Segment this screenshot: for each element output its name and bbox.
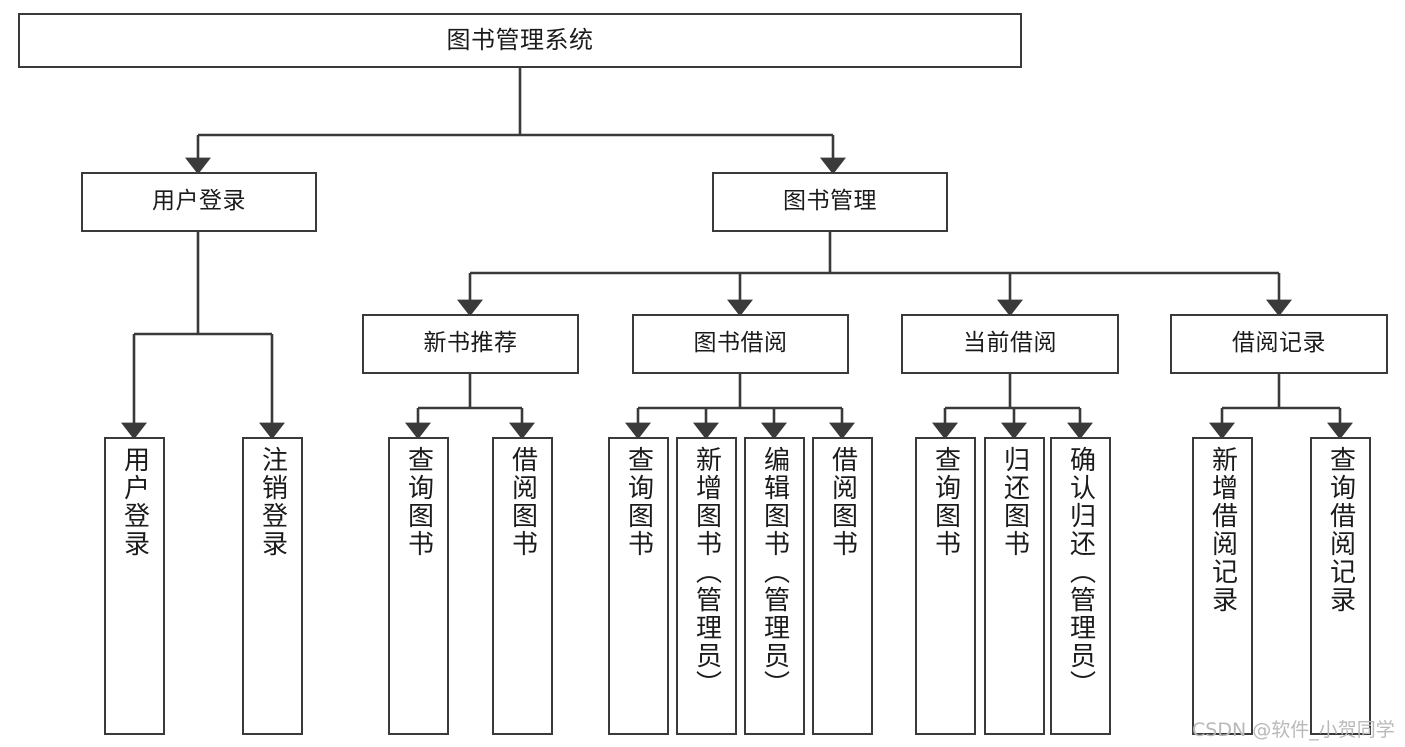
- leaf-borrow-record-query-record[interactable]: 查询借阅记录: [1310, 437, 1371, 735]
- node-label: 新增图书（管理员）: [691, 446, 722, 698]
- node-book-management[interactable]: 图书管理: [712, 172, 948, 232]
- node-label: 查询图书: [403, 446, 434, 558]
- node-label: 用户登录: [119, 446, 150, 558]
- node-new-book-recommendation[interactable]: 新书推荐: [362, 314, 579, 374]
- watermark-text: CSDN @软件_小贺同学: [1192, 719, 1395, 741]
- leaf-new-book-borrow-books[interactable]: 借阅图书: [492, 437, 553, 735]
- node-root-book-management-system[interactable]: 图书管理系统: [18, 13, 1022, 68]
- leaf-book-borrow-borrow-books[interactable]: 借阅图书: [812, 437, 873, 735]
- leaf-book-borrow-query-books[interactable]: 查询图书: [608, 437, 669, 735]
- edge-group-book-borrow: [625, 374, 855, 440]
- edge-group-book-manage: [457, 232, 1292, 317]
- leaf-book-borrow-edit-book-admin[interactable]: 编辑图书（管理员）: [744, 437, 805, 735]
- node-label: 新书推荐: [423, 330, 518, 357]
- node-label: 当前借阅: [963, 330, 1057, 357]
- node-label: 查询借阅记录: [1325, 446, 1356, 614]
- node-label: 借阅图书: [827, 446, 858, 558]
- node-book-borrowing[interactable]: 图书借阅: [632, 314, 849, 374]
- node-label: 新增借阅记录: [1207, 446, 1238, 614]
- edge-group-root: [185, 68, 846, 175]
- edge-group-current-borrow: [932, 374, 1093, 440]
- node-borrowing-records[interactable]: 借阅记录: [1170, 314, 1388, 374]
- csdn-watermark: CSDN @软件_小贺同学: [1192, 715, 1395, 742]
- leaf-new-book-query-books[interactable]: 查询图书: [388, 437, 449, 735]
- edge-group-user-login: [121, 232, 285, 440]
- leaf-user-login-signin[interactable]: 用户登录: [104, 437, 165, 735]
- node-label: 图书借阅: [693, 330, 788, 357]
- leaf-user-login-signout[interactable]: 注销登录: [242, 437, 303, 735]
- node-user-login[interactable]: 用户登录: [81, 172, 317, 232]
- node-label: 图书管理: [783, 188, 877, 215]
- node-label: 图书管理系统: [446, 26, 594, 55]
- edge-group-new-book: [405, 374, 535, 440]
- leaf-current-borrow-query-books[interactable]: 查询图书: [915, 437, 976, 735]
- node-label: 查询图书: [623, 446, 654, 558]
- node-current-borrowing[interactable]: 当前借阅: [901, 314, 1119, 374]
- edge-group-borrow-record: [1209, 374, 1353, 440]
- node-label: 查询图书: [930, 446, 961, 558]
- node-label: 注销登录: [257, 446, 288, 558]
- leaf-current-borrow-return-books[interactable]: 归还图书: [984, 437, 1045, 735]
- leaf-borrow-record-add-record[interactable]: 新增借阅记录: [1192, 437, 1253, 735]
- node-label: 归还图书: [999, 446, 1030, 558]
- node-label: 编辑图书（管理员）: [759, 446, 790, 698]
- leaf-current-borrow-confirm-return-admin[interactable]: 确认归还（管理员）: [1050, 437, 1111, 735]
- node-label: 用户登录: [152, 188, 246, 215]
- leaf-book-borrow-add-book-admin[interactable]: 新增图书（管理员）: [676, 437, 737, 735]
- node-label: 借阅记录: [1232, 330, 1326, 357]
- node-label: 借阅图书: [507, 446, 538, 558]
- node-label: 确认归还（管理员）: [1065, 446, 1096, 698]
